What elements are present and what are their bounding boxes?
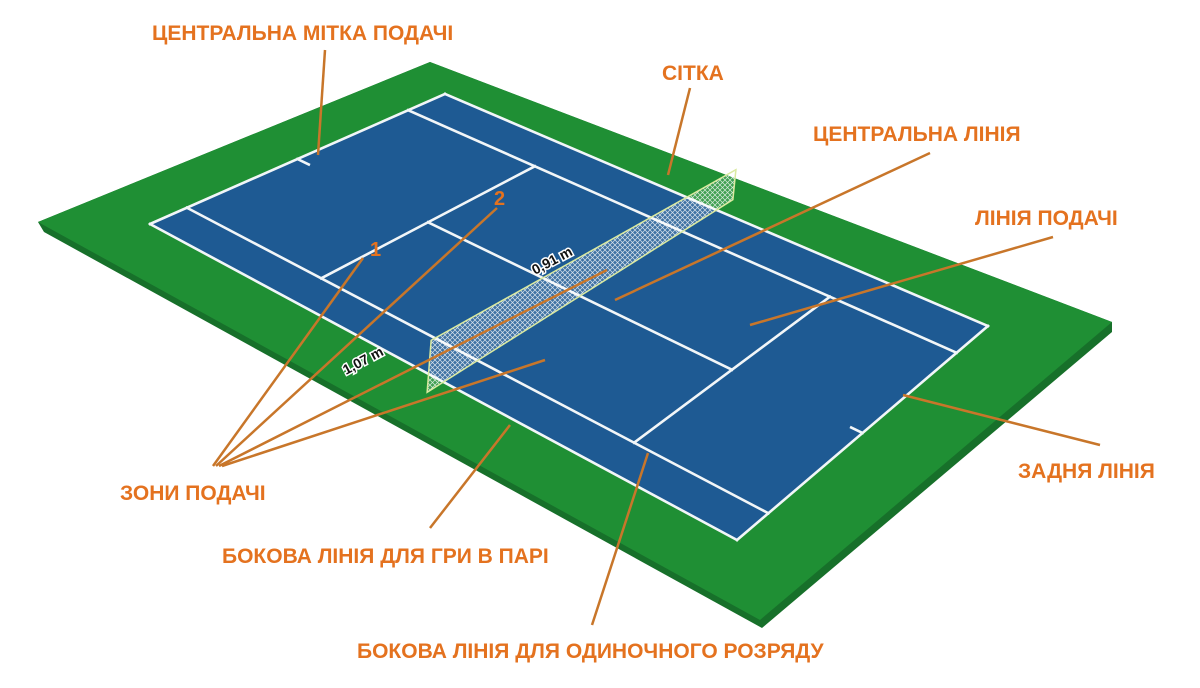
- leader-service-box-1: [211, 257, 365, 467]
- leader-service-box-4: [221, 358, 546, 468]
- label-service-line: ЛІНІЯ ПОДАЧІ: [975, 207, 1118, 230]
- leader-singles-sideline: [590, 452, 650, 626]
- leader-service-box-3: [218, 268, 608, 468]
- net-shade: [427, 169, 736, 393]
- leader-doubles-sideline: [429, 424, 511, 529]
- zone-number-2: 2: [494, 188, 505, 210]
- label-center-line: ЦЕНТРАЛЬНА ЛІНІЯ: [813, 123, 1021, 146]
- leader-service-line: [749, 235, 1054, 327]
- leader-net: [666, 87, 692, 176]
- label-service-boxes: ЗОНИ ПОДАЧІ: [120, 482, 266, 505]
- label-net: СІТКА: [662, 62, 724, 85]
- leader-service-box-2: [215, 207, 498, 467]
- center-mark: [295, 157, 311, 167]
- court-surface: [150, 94, 988, 540]
- net: [426, 168, 737, 394]
- center-mark: [849, 425, 865, 435]
- label-center-mark: ЦЕНТРАЛЬНА МІТКА ПОДАЧІ: [152, 22, 453, 45]
- leader-center-line: [614, 151, 931, 302]
- label-doubles-sideline: БОКОВА ЛІНІЯ ДЛЯ ГРИ В ПАРІ: [222, 545, 549, 568]
- leader-baseline: [902, 393, 1101, 447]
- label-singles-sideline: БОКОВА ЛІНІЯ ДЛЯ ОДИНОЧНОГО РОЗРЯДУ: [357, 640, 824, 663]
- leader-center-mark: [316, 49, 327, 156]
- zone-number-1: 1: [370, 239, 381, 261]
- label-baseline: ЗАДНЯ ЛІНІЯ: [1018, 460, 1155, 483]
